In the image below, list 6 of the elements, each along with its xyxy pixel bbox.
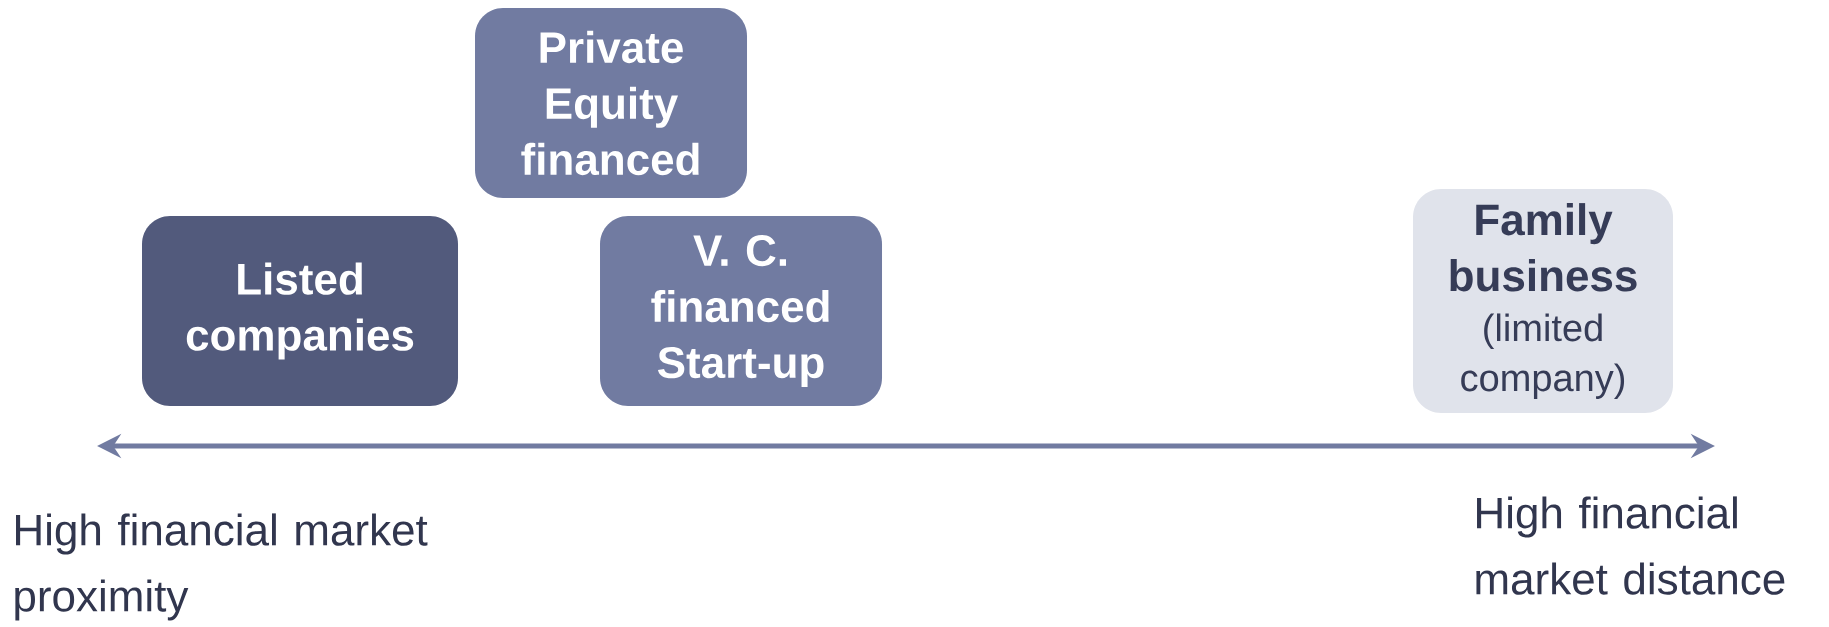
category-box: V. C. financed Start-up	[600, 216, 882, 406]
axis-end-label: High financial market distance	[1476, 496, 1785, 595]
category-box: Listed companies	[142, 216, 458, 406]
category-box: Family business (limited company)	[1413, 189, 1673, 413]
category-box: Private Equity financed	[475, 8, 747, 198]
axis-end-label: High financial market proximity	[15, 513, 428, 621]
